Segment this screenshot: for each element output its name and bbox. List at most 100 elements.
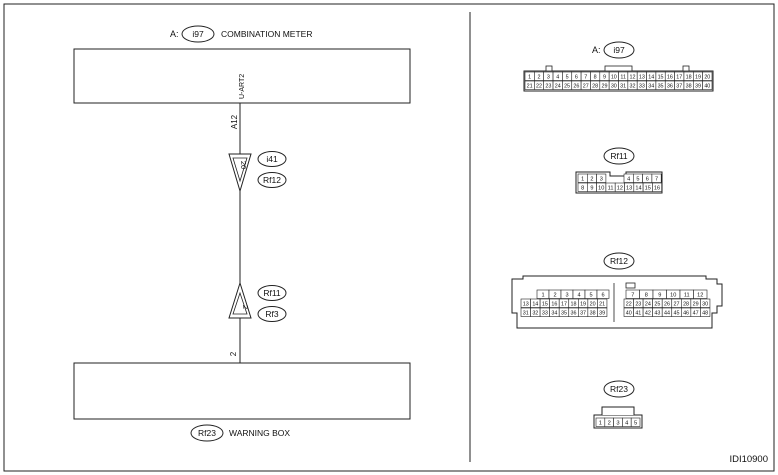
rf12-pin-number: 45 (674, 311, 680, 317)
rf23-key (601, 406, 635, 415)
i97-pin-number: 21 (527, 84, 533, 90)
i97-pin-number: 11 (620, 75, 626, 81)
rf11-pin-number: 10 (598, 186, 604, 192)
rf12-joint-bubble[interactable] (257, 172, 287, 188)
rf12-pin-number: 31 (523, 311, 529, 317)
rf12-pin-number: 26 (664, 302, 670, 308)
i97-pin-number: 36 (667, 84, 673, 90)
rf3-joint-bubble[interactable] (257, 306, 287, 322)
rf12-pin-number: 36 (571, 311, 577, 317)
i97-pin-number: 4 (556, 75, 559, 81)
rf12-pin-number: 47 (693, 311, 699, 317)
rf11-pin-number: 13 (626, 186, 632, 192)
rf12-bubble[interactable] (603, 252, 635, 270)
i97-pin-number: 24 (555, 84, 561, 90)
upper-joint-connector[interactable]: 20 (228, 153, 252, 193)
rf11-pin-number: 8 (581, 186, 584, 192)
i97-pin-number: 2 (538, 75, 541, 81)
rf12-pin-number: 10 (670, 293, 676, 299)
rf11-pin-number: 16 (654, 186, 660, 192)
rf23-pin-cell (630, 417, 641, 427)
i97-pin-number: 23 (545, 84, 551, 90)
rf12-pin-number: 28 (683, 302, 689, 308)
rf12-pin-number: 41 (635, 311, 641, 317)
i97-pin-number: 20 (704, 75, 710, 81)
i97-pin-number: 12 (630, 75, 636, 81)
i41-bubble[interactable] (257, 151, 287, 167)
meter-connector-prefix: A: (170, 29, 179, 39)
i97-pin-number: 16 (667, 75, 673, 81)
i97-pin-cell (702, 80, 713, 90)
i97-pin-number: 28 (592, 84, 598, 90)
rf12-pin-number: 34 (551, 311, 557, 317)
rf12-pin-number: 22 (626, 302, 632, 308)
rf12-joint-label[interactable]: Rf12 (263, 175, 281, 185)
i97-pin-number: 15 (658, 75, 664, 81)
rf23-face-label[interactable]: Rf23 (610, 384, 628, 394)
rf12-pin-number: 23 (635, 302, 641, 308)
upper-joint-labels: i41 Rf12 (257, 151, 287, 188)
outer-frame (3, 3, 775, 472)
lower-joint-labels: Rf11 Rf3 (257, 285, 287, 322)
i97-pin-number: 5 (566, 75, 569, 81)
meter-connector-bubble[interactable] (181, 25, 215, 43)
rf12-pin-number: 35 (561, 311, 567, 317)
rf23-label[interactable]: Rf23 (198, 428, 216, 438)
rf23-face-bubble[interactable] (603, 380, 635, 398)
rf12-pin-number: 17 (561, 302, 567, 308)
rf12-pin-number: 8 (645, 293, 648, 299)
rf11-joint-label[interactable]: Rf11 (263, 288, 281, 298)
lower-joint-inner (232, 291, 248, 315)
rf11-pin-number: 15 (645, 186, 651, 192)
rf11-pin-number: 12 (617, 186, 623, 192)
rf23-pin-number: 5 (634, 421, 637, 427)
rf12-pin-number: 16 (551, 302, 557, 308)
rf12-pin-number: 33 (542, 311, 548, 317)
i97-key-right (682, 65, 690, 72)
i97-label[interactable]: i97 (613, 45, 625, 55)
rf12-pin-cell (700, 307, 711, 317)
rf11-joint-bubble[interactable] (257, 285, 287, 301)
rf12-pin-number: 12 (697, 293, 703, 299)
rf11-pin-number: 1 (581, 177, 584, 183)
rf12-pin-cell (700, 298, 711, 308)
rf3-joint-label[interactable]: Rf3 (265, 309, 279, 319)
wire-top-pin: A12 (230, 114, 239, 129)
i97-pin-number: 9 (603, 75, 606, 81)
rf11-label[interactable]: Rf11 (610, 151, 628, 161)
upper-joint-pin: 20 (239, 161, 248, 169)
rf12-pin-number: 18 (571, 302, 577, 308)
i97-pin-number: 31 (620, 84, 626, 90)
rf11-pin-cell (651, 173, 662, 183)
rf11-bubble[interactable] (603, 147, 635, 165)
combination-meter-box[interactable] (73, 48, 411, 104)
rf12-pin-number: 46 (683, 311, 689, 317)
i97-pin-cell (702, 71, 713, 81)
upper-joint-inner (232, 157, 248, 183)
i97-pin-number: 30 (611, 84, 617, 90)
lower-joint-pin: 2 (241, 305, 250, 309)
i97-bubble[interactable] (603, 41, 635, 59)
rf12-pin-number: 6 (601, 293, 604, 299)
i97-pin-number: 32 (630, 84, 636, 90)
rf23-bubble[interactable] (190, 424, 224, 442)
i97-pin-number: 33 (639, 84, 645, 90)
i41-label[interactable]: i41 (266, 154, 278, 164)
rf12-label[interactable]: Rf12 (610, 256, 628, 266)
lower-joint-connector[interactable]: 2 (228, 281, 252, 319)
rf12-pin-number: 15 (542, 302, 548, 308)
rf11-pin-number: 7 (655, 177, 658, 183)
rf12-pin-number: 13 (523, 302, 529, 308)
warning-box[interactable] (73, 362, 411, 420)
rf11-pin-number: 11 (608, 186, 614, 192)
rf11-pin-number: 2 (590, 177, 593, 183)
rf12-pin-number: 30 (702, 302, 708, 308)
rf12-pin-cell (596, 289, 610, 299)
meter-connector-id[interactable]: i97 (192, 29, 204, 39)
rf12-pin-number: 37 (580, 311, 586, 317)
